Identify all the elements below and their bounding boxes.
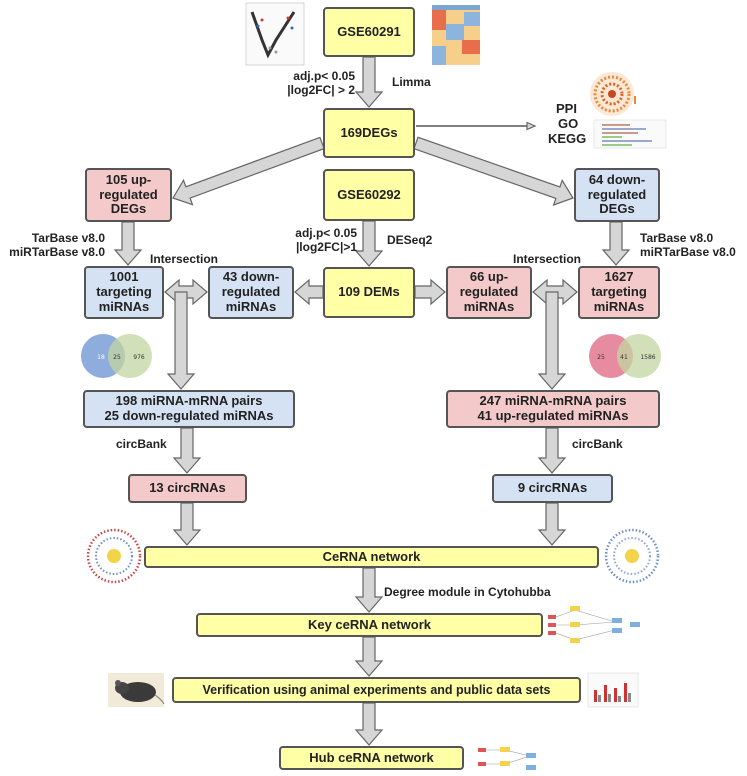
tarbase-label-right: TarBase v8.0 miRTarBase v8.0	[640, 231, 736, 260]
mirna-mrna-pairs-right-box: 247 miRNA-mRNA pairs 41 up-regulated miR…	[446, 390, 660, 428]
verification-barplot-thumbnail	[587, 672, 639, 708]
arrow-degs-to-up-degs	[172, 136, 325, 206]
verification-box: Verification using animal experiments an…	[172, 677, 581, 703]
dems-109-box: 109 DEMs	[323, 267, 415, 318]
arrow-degs-to-down-degs	[413, 136, 574, 206]
venn-diagram-left: 18 25 976	[81, 334, 152, 378]
arrow-gse60292-to-dems	[354, 220, 384, 267]
hub-cerna-network-box: Hub ceRNA network	[279, 746, 464, 770]
targeting-mirnas-1627-box: 1627 targeting miRNAs	[578, 266, 660, 319]
mirna-mrna-pairs-left-box: 198 miRNA-mRNA pairs 25 down-regulated m…	[83, 390, 295, 428]
go-label: GO	[558, 116, 579, 131]
venn-left-count-right: 976	[133, 354, 145, 361]
arrow-cerna-to-key	[354, 567, 384, 613]
threshold-label-top: adj.p< 0.05 |log2FC| > 2	[287, 69, 355, 98]
arrow-verification-to-hub	[354, 702, 384, 746]
limma-label: Limma	[392, 75, 431, 89]
venn-left-count-center: 25	[113, 354, 121, 361]
cerna-network-box: CeRNA network	[144, 546, 599, 568]
volcano-plot-thumbnail	[245, 2, 305, 66]
circrnas-13-box: 13 circRNAs	[128, 474, 247, 503]
down-regulated-degs-box: 64 down- regulated DEGs	[574, 168, 660, 222]
arrow-pairs-right-to-circ	[537, 427, 567, 474]
venn-right-count-left: 25	[597, 354, 605, 361]
intersection-label-left: Intersection	[150, 252, 219, 266]
key-cerna-network-box: Key ceRNA network	[196, 613, 543, 637]
venn-left-count-left: 18	[97, 354, 105, 361]
circbank-label-right: circBank	[572, 437, 623, 451]
mouse-photo-thumbnail	[108, 673, 165, 707]
threshold-label-mid: adj.p< 0.05 |log2FC|>1	[295, 226, 357, 255]
targeting-mirnas-1001-box: 1001 targeting miRNAs	[84, 266, 164, 319]
arrow-key-to-verification	[354, 636, 384, 677]
cerna-network-thumbnail-left	[86, 528, 142, 584]
arrow-down-degs-to-targeting	[601, 221, 631, 266]
intersection-label-right: Intersection	[513, 252, 582, 266]
circrnas-9-box: 9 circRNAs	[492, 474, 613, 503]
gse60291-box: GSE60291	[323, 7, 415, 57]
degree-module-label: Degree module in Cytohubba	[384, 585, 551, 599]
degs-169-box: 169DEGs	[323, 108, 415, 158]
up-regulated-degs-box: 105 up- regulated DEGs	[85, 168, 172, 222]
gse60292-box: GSE60292	[323, 169, 415, 221]
arrow-intersection-left-down	[166, 291, 196, 390]
arrow-gse60291-to-degs	[354, 56, 384, 108]
arrow-pairs-left-to-circ	[172, 427, 202, 474]
venn-right-count-center: 41	[620, 354, 628, 361]
arrow-circ9-to-cerna	[537, 502, 567, 546]
down-regulated-mirnas-43-box: 43 down- regulated miRNAs	[208, 266, 294, 319]
arrow-intersection-right-down	[537, 291, 567, 390]
up-regulated-mirnas-66-box: 66 up- regulated miRNAs	[446, 266, 532, 319]
arrow-dems-to-up-mirnas	[414, 278, 446, 306]
venn-diagram-right: 25 41 1586	[589, 334, 661, 378]
circbank-label-left: circBank	[116, 437, 167, 451]
venn-right-count-right: 1586	[640, 354, 655, 361]
arrow-circ13-to-cerna	[172, 502, 202, 546]
cerna-network-thumbnail-right	[604, 528, 660, 584]
arrow-up-degs-to-targeting	[113, 221, 143, 266]
deseq2-label: DESeq2	[387, 233, 433, 247]
kegg-label: KEGG	[548, 131, 587, 146]
enrichment-barplot-thumbnail	[593, 119, 667, 149]
heatmap-thumbnail	[432, 5, 480, 65]
arrow-dems-to-down-mirnas	[294, 278, 324, 306]
tarbase-label-left: TarBase v8.0 miRTarBase v8.0	[9, 231, 105, 260]
arrow-degs-to-enrichment-head	[526, 121, 537, 131]
hub-network-thumbnail	[478, 747, 536, 770]
ppi-network-thumbnail	[590, 72, 636, 116]
key-network-thumbnail	[548, 606, 640, 643]
ppi-label: PPI	[556, 101, 577, 116]
